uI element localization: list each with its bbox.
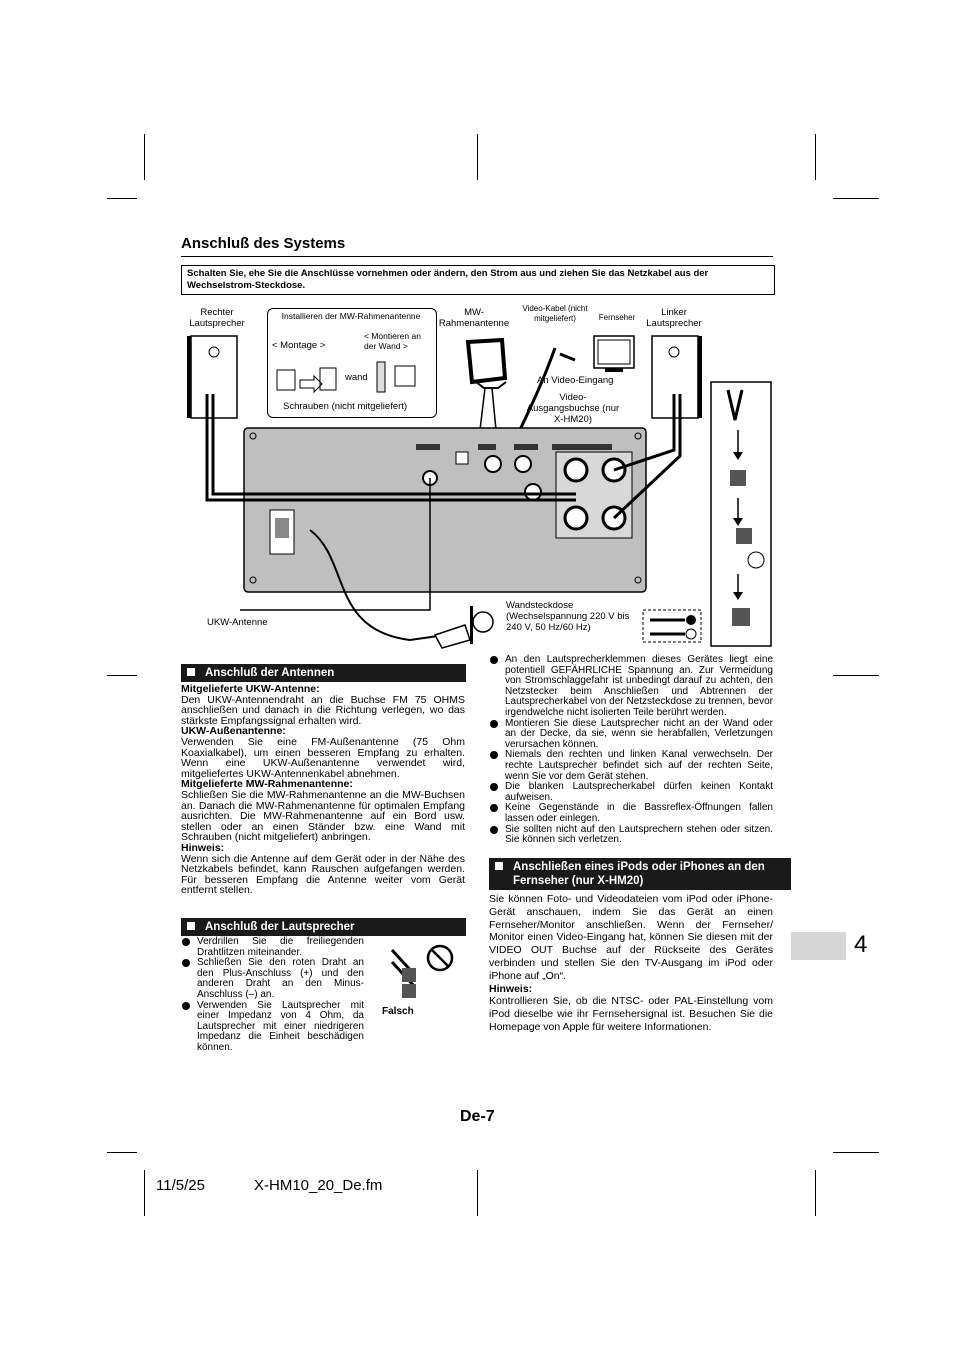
footer-date: 11/5/25: [156, 1177, 205, 1194]
list-item: Die blanken Lautsprecherkabel dürfen kei…: [489, 781, 773, 803]
montage-label: < Montage >: [272, 340, 326, 351]
wire-steps-panel: [710, 381, 772, 647]
list-item: Keine Gegenstände in die Bassreflex-Öffn…: [489, 802, 773, 824]
wall-socket-label: Wandsteckdose (Wechselspannung 220 V bis…: [506, 600, 630, 633]
ipod-heading: Anschließen eines iPods oder iPhones an …: [489, 858, 791, 890]
main-unit-rear-panel: [243, 427, 647, 593]
screws-label: Schrauben (nicht mitgeliefert): [283, 401, 408, 412]
footer-filename: X-HM10_20_De.fm: [254, 1177, 383, 1194]
list-item: Schließen Sie den roten Draht an den Plu…: [181, 957, 364, 1000]
speaker-steps-list: Verdrillen Sie die freiliegenden Drahtli…: [181, 936, 364, 1054]
video-cable-label: Video-Kabel (nicht mitgeliefert): [522, 304, 588, 323]
page-number: De-7: [460, 1108, 495, 1125]
install-box: [267, 308, 437, 418]
wrong-label: Falsch: [382, 1006, 414, 1017]
chapter-number: 4: [854, 931, 868, 958]
speaker-warnings-list: An den Lautsprecherklemmen dieses Geräte…: [489, 654, 773, 846]
install-title: Installieren der MW-Rahmenantenne: [281, 311, 421, 321]
tv-label: Fernseher: [598, 313, 636, 322]
list-item: Sie sollten nicht auf den Lautsprechern …: [489, 824, 773, 846]
wall-mount-label: < Montieren an der Wand >: [364, 331, 421, 351]
list-item: Verdrillen Sie die freiliegenden Drahtli…: [181, 936, 364, 958]
antennas-h2: UKW-Außenantenne:: [181, 725, 286, 738]
antennas-p4: Wenn sich die Antenne auf dem Gerät oder…: [181, 852, 465, 897]
list-item: Montieren Sie diese Lautsprecher nicht a…: [489, 718, 773, 751]
wrong-wire-icon: [390, 944, 454, 998]
antennas-heading: Anschluß der Antennen: [181, 664, 466, 682]
antennas-p3: Schließen Sie die MW-Rahmenantenne an di…: [181, 788, 465, 844]
connection-diagram: [187, 335, 772, 649]
ukw-antenna-label: UKW-Antenne: [207, 617, 268, 628]
antennas-p2: Verwenden Sie eine FM-Außenantenne (75 O…: [181, 735, 465, 780]
page-title: Anschluß des Systems: [181, 235, 346, 252]
right-speaker-label: Rechter Lautsprecher: [189, 307, 245, 329]
list-item: An den Lautsprecherklemmen dieses Geräte…: [489, 654, 773, 719]
list-item: Verwenden Sie Lautsprecher mit einer Imp…: [181, 1000, 364, 1054]
title-rule: [181, 256, 773, 257]
antennas-h4: Hinweis:: [181, 841, 225, 854]
left-speaker-icon: [651, 335, 702, 419]
left-speaker-label: Linker Lautsprecher: [646, 307, 702, 329]
list-item: Niemals den rechten und linken Kanal ver…: [489, 750, 773, 782]
antennas-h3: Mitgelieferte MW-Rahmenantenne:: [181, 778, 353, 791]
antennas-body: Mitgelieferte UKW-Antenne: Den UKW-Anten…: [181, 684, 465, 896]
ipod-body: Sie können Foto- und Videodateien vom iP…: [489, 893, 773, 1034]
antennas-h1: Mitgelieferte UKW-Antenne:: [181, 683, 320, 695]
antennas-p1: Den UKW-Antennendraht an die Buchse FM 7…: [181, 693, 465, 727]
video-in-label: An Video-Eingang: [537, 375, 614, 386]
ipod-note-heading: Hinweis:: [489, 982, 533, 995]
speakers-heading: Anschluß der Lautsprecher: [181, 918, 466, 936]
chapter-tab: [791, 932, 846, 960]
right-speaker-icon: [187, 335, 238, 419]
mw-antenna-label: MW-Rahmenantenne: [438, 307, 510, 329]
ipod-p1: Sie können Foto- und Videodateien vom iP…: [489, 893, 773, 982]
wand-label: wand: [345, 372, 368, 383]
ipod-p2: Kontrollieren Sie, ob die NTSC- oder PAL…: [489, 995, 773, 1033]
video-out-label: Video-Ausgangsbuchse (nur X-HM20): [526, 392, 620, 425]
warning-box: Schalten Sie, ehe Sie die Anschlüsse vor…: [181, 265, 775, 295]
tv-icon: [593, 335, 635, 372]
